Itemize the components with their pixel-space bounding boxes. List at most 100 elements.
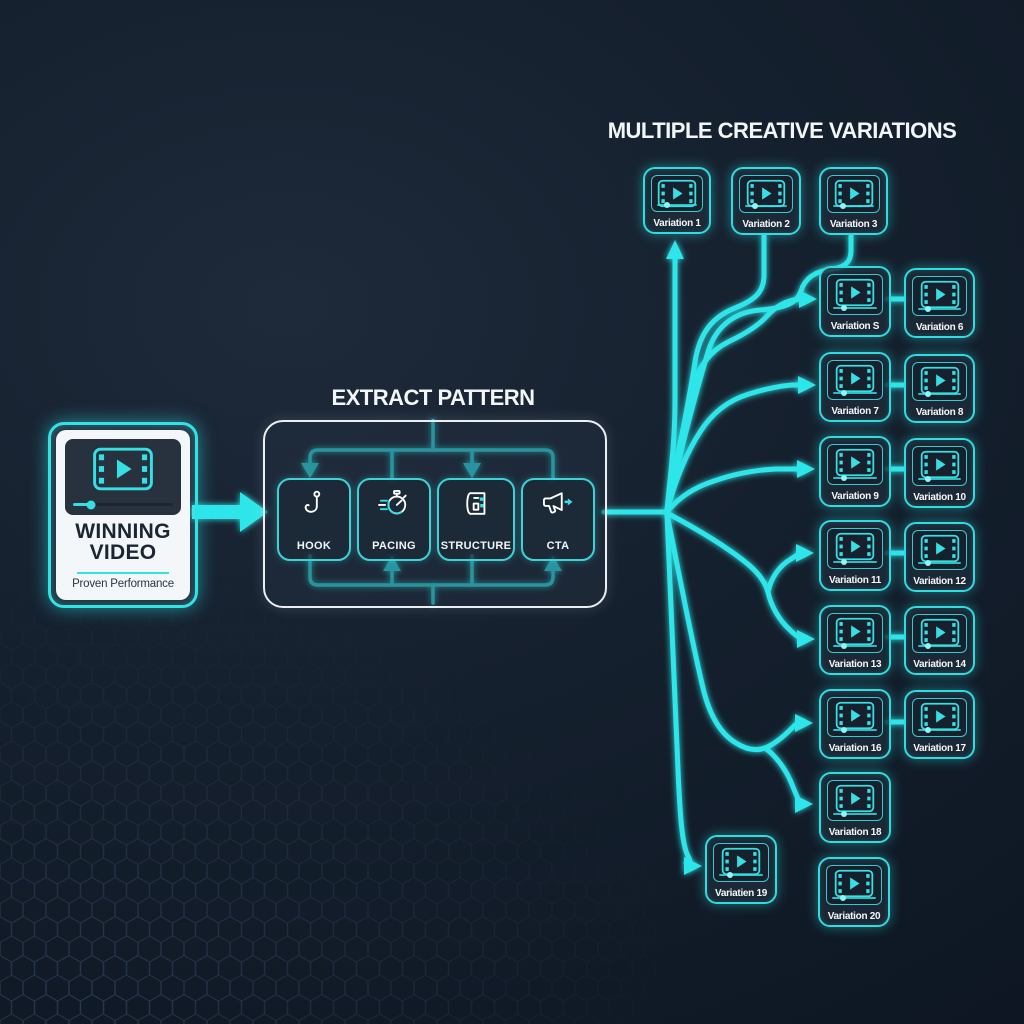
progress-handle [726, 872, 733, 878]
variations-title: MULTIPLE CREATIVE VARIATIONS [607, 118, 957, 143]
video-thumbnail [912, 446, 967, 486]
film-play-icon [834, 869, 874, 898]
video-thumbnail [827, 613, 883, 653]
progress-handle [840, 390, 847, 396]
progress-handle [752, 203, 759, 209]
variation-label: Variation 2 [742, 219, 790, 230]
variation-label: Variation 16 [828, 743, 882, 754]
progress-handle [86, 500, 96, 509]
video-thumbnail [713, 843, 769, 882]
video-thumbnail [912, 362, 967, 401]
progress-bar [833, 475, 877, 481]
variation-label: Variation 20 [827, 911, 881, 922]
video-thumbnail [912, 698, 967, 737]
progress-handle [840, 643, 847, 649]
variation-card: Variation 1 [643, 167, 711, 234]
variation-label: Variation 7 [831, 406, 879, 417]
progress-handle [840, 475, 847, 481]
film-play-icon [835, 701, 875, 730]
variation-card: Variation 9 [819, 436, 891, 507]
winning-video-subtitle: Proven Performance [72, 578, 174, 590]
variation-card: Variation 6 [904, 268, 975, 338]
variation-card: Variatien 19 [705, 835, 777, 904]
megaphone-icon [543, 492, 573, 514]
variation-label: Variation 9 [831, 491, 879, 502]
progress-bar [833, 727, 877, 733]
variation-label: Variation 13 [828, 659, 882, 670]
video-thumbnail [827, 697, 883, 737]
progress-handle [925, 643, 932, 649]
progress-fill [73, 503, 91, 506]
film-play-icon [835, 448, 875, 477]
step-label: PACING [372, 540, 416, 552]
variation-card: Variation 13 [819, 605, 891, 675]
progress-handle [663, 202, 670, 208]
film-play-icon [835, 617, 875, 646]
variation-card: Variation 16 [819, 689, 891, 759]
video-thumbnail [826, 865, 882, 905]
pattern-title: EXTRACT PATTERN [331, 385, 535, 410]
video-thumbnail [651, 175, 703, 212]
variation-card: Variation 17 [904, 690, 975, 759]
progress-handle [840, 727, 847, 733]
progress-handle [840, 305, 847, 311]
progress-handle [925, 560, 932, 566]
variation-card: Variation S [819, 266, 891, 337]
progress-bar [833, 559, 877, 565]
progress-handle [839, 203, 846, 209]
variation-label: Variation 11 [829, 575, 881, 586]
progress-bar [833, 643, 877, 649]
variation-card: Variation 10 [904, 438, 975, 508]
progress-handle [925, 391, 932, 397]
variation-label: Variation 8 [915, 407, 964, 418]
video-thumbnail [912, 276, 967, 316]
variation-card: Variation 12 [904, 522, 975, 592]
variation-label: Variatien 19 [715, 888, 767, 899]
variation-label: Variation 12 [913, 576, 966, 587]
variation-label: Variation 1 [653, 218, 701, 229]
progress-handle [925, 306, 932, 312]
source-to-pattern-arrow [192, 492, 268, 532]
video-thumbnail [912, 530, 967, 570]
progress-handle [839, 895, 846, 901]
video-thumbnail [827, 528, 883, 569]
progress-bar [918, 476, 961, 482]
progress-bar [832, 895, 876, 901]
step-structure: STRUCTURE [437, 478, 515, 561]
film-play-icon [721, 847, 761, 876]
video-thumbnail [827, 360, 883, 400]
video-player-thumbnail [65, 439, 181, 515]
video-thumbnail [827, 274, 883, 315]
variation-card: Variation 11 [819, 520, 891, 591]
variation-label: Variation 6 [915, 322, 964, 333]
progress-bar [657, 202, 697, 208]
progress-bar [833, 811, 877, 817]
step-label: HOOK [296, 540, 332, 552]
film-play-icon [835, 278, 875, 307]
progress-handle [925, 476, 932, 482]
progress-bar [918, 391, 961, 397]
progress-bar [833, 203, 874, 209]
progress-handle [925, 727, 932, 733]
video-thumbnail [739, 175, 793, 213]
progress-bar [745, 203, 787, 209]
step-hook: HOOK [277, 478, 351, 561]
progress-bar [73, 500, 173, 509]
video-thumbnail [827, 175, 880, 213]
film-play-icon [835, 784, 875, 813]
progress-handle [840, 559, 847, 565]
variation-card: Variation 8 [904, 354, 975, 423]
film-play-icon [835, 364, 875, 393]
step-label: CTA [546, 540, 570, 552]
variation-card: Variation 14 [904, 606, 975, 675]
variation-label: Variation 3 [829, 219, 878, 230]
video-thumbnail [827, 780, 883, 821]
film-play-icon [93, 447, 153, 491]
variation-label: Variation 10 [913, 492, 966, 503]
fish-hook-icon [304, 490, 321, 513]
progress-bar [918, 727, 961, 733]
variation-card: Variation 18 [819, 772, 891, 843]
